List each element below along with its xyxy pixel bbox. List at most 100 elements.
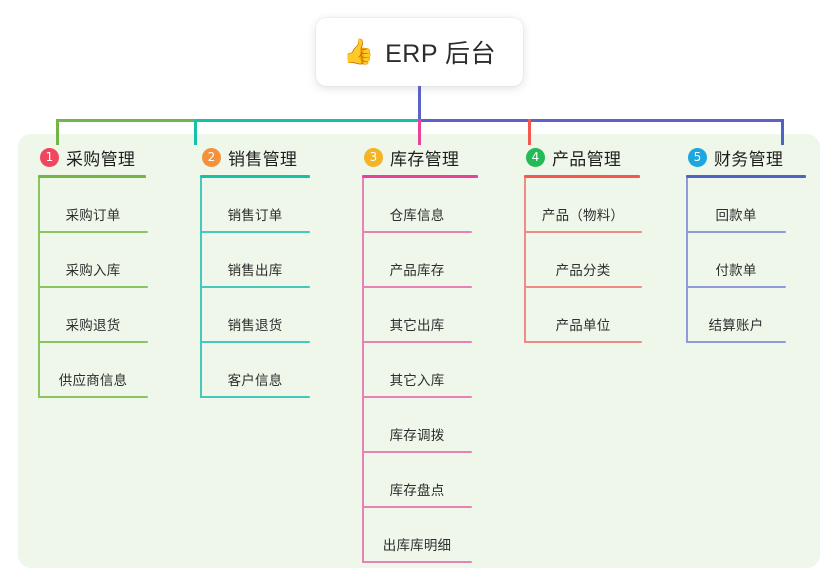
leaf-item[interactable]: 库存盘点 bbox=[362, 453, 472, 508]
leaf-item[interactable]: 销售出库 bbox=[200, 233, 310, 288]
leaf-item-label: 销售出库 bbox=[227, 263, 283, 278]
leaf-item-rule bbox=[362, 341, 472, 343]
leaf-item[interactable]: 其它出库 bbox=[362, 288, 472, 343]
leaf-list: 采购订单采购入库采购退货供应商信息 bbox=[38, 178, 148, 398]
column-header-rule bbox=[524, 175, 640, 178]
column-spine-line bbox=[38, 178, 40, 398]
column-spine-line bbox=[524, 178, 526, 343]
column-header-5[interactable]: 5 财务管理 bbox=[686, 144, 786, 170]
number-badge-icon: 4 bbox=[526, 147, 545, 167]
leaf-item[interactable]: 销售订单 bbox=[200, 178, 310, 233]
bus-segment-2 bbox=[194, 119, 420, 122]
column-spine-line bbox=[686, 178, 688, 343]
root-node-label: ERP 后台 bbox=[385, 40, 497, 68]
leaf-item[interactable]: 产品分类 bbox=[524, 233, 642, 288]
number-badge-icon: 2 bbox=[202, 147, 221, 167]
leaf-item[interactable]: 客户信息 bbox=[200, 343, 310, 398]
leaf-item-label: 付款单 bbox=[715, 263, 757, 278]
trunk-line bbox=[418, 86, 421, 121]
leaf-item-label: 回款单 bbox=[715, 208, 757, 223]
leaf-item[interactable]: 采购入库 bbox=[38, 233, 148, 288]
leaf-item-label: 销售订单 bbox=[227, 208, 283, 223]
drop-line-5 bbox=[781, 119, 784, 145]
drop-line-1 bbox=[56, 119, 59, 145]
leaf-item-rule bbox=[524, 286, 642, 288]
number-badge-icon: 1 bbox=[40, 147, 59, 167]
leaf-item[interactable]: 产品（物料） bbox=[524, 178, 642, 233]
leaf-item-rule bbox=[38, 231, 148, 233]
leaf-item-label: 采购退货 bbox=[65, 318, 121, 333]
leaf-item[interactable]: 采购退货 bbox=[38, 288, 148, 343]
leaf-item-rule bbox=[686, 231, 786, 233]
leaf-item-rule bbox=[362, 451, 472, 453]
leaf-item-rule bbox=[200, 341, 310, 343]
leaf-item[interactable]: 产品单位 bbox=[524, 288, 642, 343]
column-header-3[interactable]: 3 库存管理 bbox=[362, 144, 472, 170]
column-title: 库存管理 bbox=[390, 149, 460, 169]
leaf-item-label: 采购入库 bbox=[65, 263, 121, 278]
leaf-item-rule bbox=[200, 286, 310, 288]
column-1: 1 采购管理采购订单采购入库采购退货供应商信息 bbox=[38, 144, 148, 398]
leaf-item[interactable]: 供应商信息 bbox=[38, 343, 148, 398]
leaf-item[interactable]: 销售退货 bbox=[200, 288, 310, 343]
root-node-card[interactable]: 👍 ERP 后台 bbox=[316, 18, 523, 86]
leaf-item-rule bbox=[524, 341, 642, 343]
leaf-item[interactable]: 采购订单 bbox=[38, 178, 148, 233]
leaf-item[interactable]: 产品库存 bbox=[362, 233, 472, 288]
leaf-item-label: 产品库存 bbox=[389, 263, 445, 278]
leaf-item[interactable]: 库存调拨 bbox=[362, 398, 472, 453]
leaf-item-rule bbox=[38, 341, 148, 343]
leaf-item[interactable]: 仓库信息 bbox=[362, 178, 472, 233]
leaf-item-rule bbox=[200, 396, 310, 398]
leaf-item[interactable]: 回款单 bbox=[686, 178, 786, 233]
leaf-item-rule bbox=[362, 286, 472, 288]
leaf-item[interactable]: 出库库明细 bbox=[362, 508, 472, 563]
column-5: 5 财务管理回款单付款单结算账户 bbox=[686, 144, 806, 343]
leaf-item-label: 库存调拨 bbox=[389, 428, 445, 443]
column-spine-line bbox=[362, 178, 364, 563]
leaf-item-label: 供应商信息 bbox=[58, 373, 128, 388]
leaf-item-rule bbox=[362, 231, 472, 233]
column-header-rule bbox=[362, 175, 478, 178]
leaf-item-label: 出库库明细 bbox=[382, 538, 452, 553]
leaf-list: 回款单付款单结算账户 bbox=[686, 178, 786, 343]
drop-line-2 bbox=[194, 119, 197, 145]
thumbs-up-icon: 👍 bbox=[342, 37, 375, 66]
leaf-item-rule bbox=[38, 286, 148, 288]
leaf-item-label: 销售退货 bbox=[227, 318, 283, 333]
number-badge-icon: 5 bbox=[688, 147, 707, 167]
leaf-item[interactable]: 其它入库 bbox=[362, 343, 472, 398]
column-title: 财务管理 bbox=[714, 149, 784, 169]
column-header-1[interactable]: 1 采购管理 bbox=[38, 144, 148, 170]
leaf-item-rule bbox=[362, 506, 472, 508]
leaf-list: 仓库信息产品库存其它出库其它入库库存调拨库存盘点出库库明细 bbox=[362, 178, 472, 563]
leaf-item-rule bbox=[686, 341, 786, 343]
column-title: 采购管理 bbox=[66, 149, 136, 169]
leaf-item-label: 仓库信息 bbox=[389, 208, 445, 223]
leaf-item[interactable]: 结算账户 bbox=[686, 288, 786, 343]
leaf-item-label: 产品分类 bbox=[555, 263, 611, 278]
column-spine-line bbox=[200, 178, 202, 398]
leaf-item-label: 其它入库 bbox=[389, 373, 445, 388]
column-header-rule bbox=[200, 175, 310, 178]
leaf-item-label: 采购订单 bbox=[65, 208, 121, 223]
leaf-item-rule bbox=[524, 231, 642, 233]
column-header-rule bbox=[38, 175, 146, 178]
leaf-item-rule bbox=[362, 396, 472, 398]
number-badge-icon: 3 bbox=[364, 147, 383, 167]
leaf-list: 销售订单销售出库销售退货客户信息 bbox=[200, 178, 310, 398]
leaf-item-rule bbox=[686, 286, 786, 288]
column-header-rule bbox=[686, 175, 806, 178]
drop-line-3 bbox=[418, 119, 421, 145]
leaf-list: 产品（物料） 产品分类产品单位 bbox=[524, 178, 642, 343]
leaf-item-label: 产品单位 bbox=[555, 318, 611, 333]
bus-segment-3 bbox=[418, 119, 784, 122]
leaf-item-label: 结算账户 bbox=[708, 318, 764, 333]
leaf-item-label: 其它出库 bbox=[389, 318, 445, 333]
leaf-item[interactable]: 付款单 bbox=[686, 233, 786, 288]
leaf-item-label: 产品（物料） bbox=[541, 208, 625, 223]
